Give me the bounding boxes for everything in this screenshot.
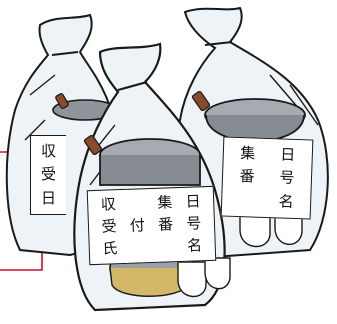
- tag-front-char-9: 氏: [102, 239, 118, 259]
- tag-left-char-3: 日: [40, 188, 56, 207]
- tag-front-char-7: 番: [157, 215, 174, 234]
- tag-right-char-2: 日: [279, 145, 296, 165]
- tag-front-char-6: 付: [129, 216, 146, 235]
- collection-tag-icon-right: 集 日 番 号 名: [220, 136, 314, 220]
- collection-tag-icon-front: 収 集 日 受 付 番 号 氏 名: [86, 185, 217, 266]
- tag-front-char-1: 収: [100, 194, 117, 214]
- tag-front-char-4: 日: [185, 191, 201, 211]
- tag-right-char-3: 番: [239, 167, 255, 187]
- pot-icon-back-right: [191, 90, 306, 248]
- tag-front-char-5: 受: [101, 217, 117, 236]
- tag-right-char-1: 集: [240, 144, 256, 163]
- tag-right-char-4: 号: [279, 168, 295, 188]
- tag-front-char-8: 号: [186, 214, 202, 233]
- tag-front-char-3: 集: [156, 192, 173, 212]
- tag-front-char-12: 名: [186, 236, 203, 256]
- tag-right-char-6: 名: [278, 192, 295, 211]
- tag-left-char-1: 収: [40, 142, 56, 161]
- tag-left-char-2: 受: [40, 165, 56, 184]
- collection-tag-icon-left: 収 受 日: [30, 135, 66, 215]
